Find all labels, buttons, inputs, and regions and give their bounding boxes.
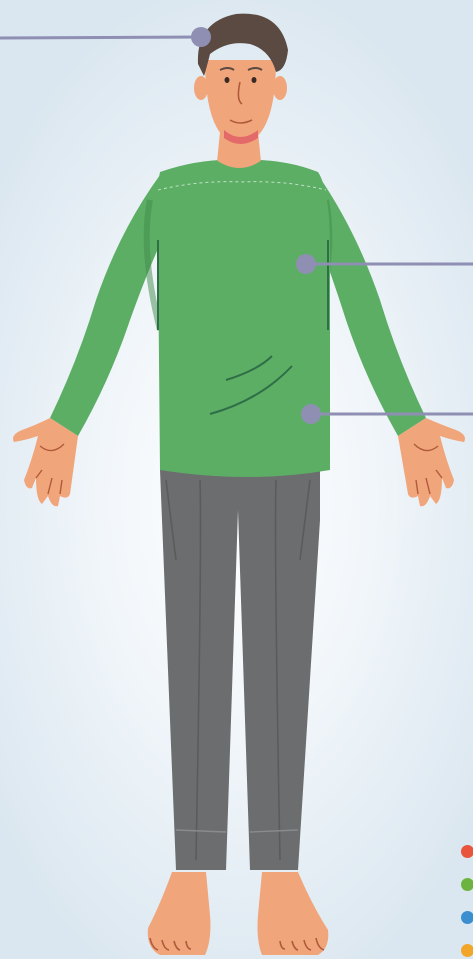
right-hand: [398, 418, 465, 506]
left-arm: [50, 175, 162, 436]
left-hand: [13, 418, 78, 506]
shirt: [157, 160, 330, 477]
legend-dot-red: [461, 845, 473, 858]
left-foot: [148, 872, 211, 955]
legend-dot-green: [461, 878, 473, 891]
legend-dot-orange: [461, 944, 473, 957]
callout-head[interactable]: [0, 27, 211, 47]
right-arm: [316, 175, 426, 436]
right-foot: [258, 872, 329, 955]
pants: [160, 470, 320, 870]
legend-dot-blue: [461, 911, 473, 924]
